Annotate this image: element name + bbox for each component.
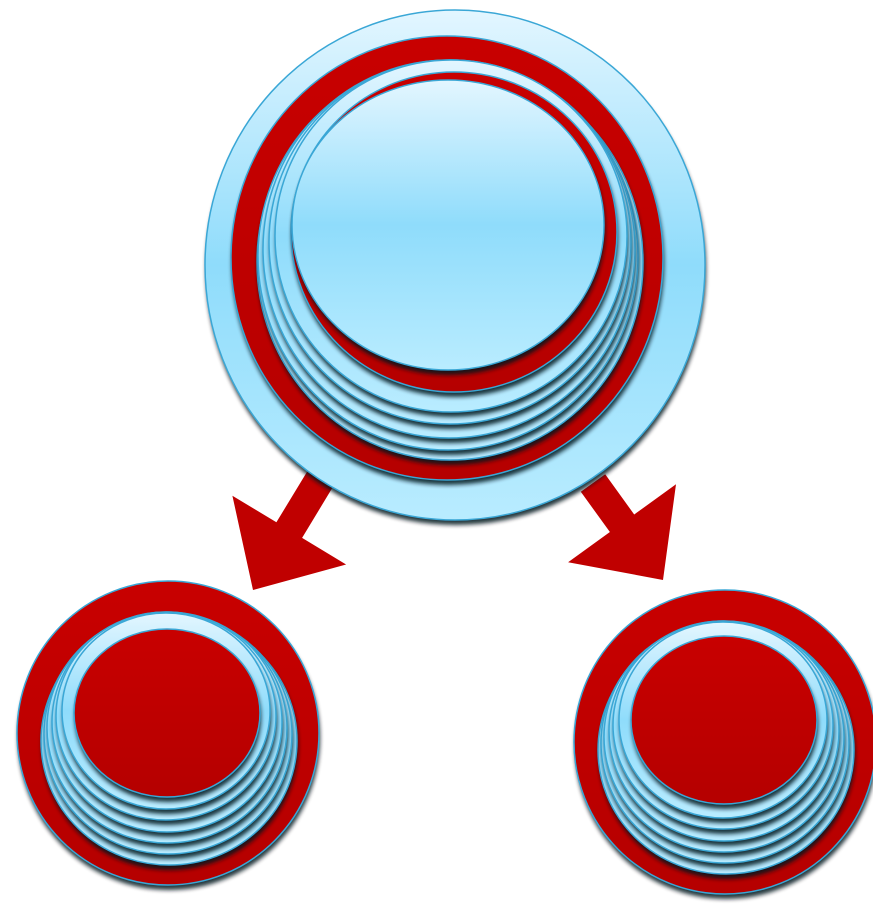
arrow-down-right-icon: [568, 474, 676, 580]
child-left-center-disc: [74, 629, 260, 797]
parent-center-disc: [292, 80, 604, 370]
parent-circle: [205, 10, 706, 525]
child-circle-left: [17, 581, 320, 890]
child-right-center-disc: [631, 636, 817, 804]
child-circle-right: [574, 590, 873, 899]
